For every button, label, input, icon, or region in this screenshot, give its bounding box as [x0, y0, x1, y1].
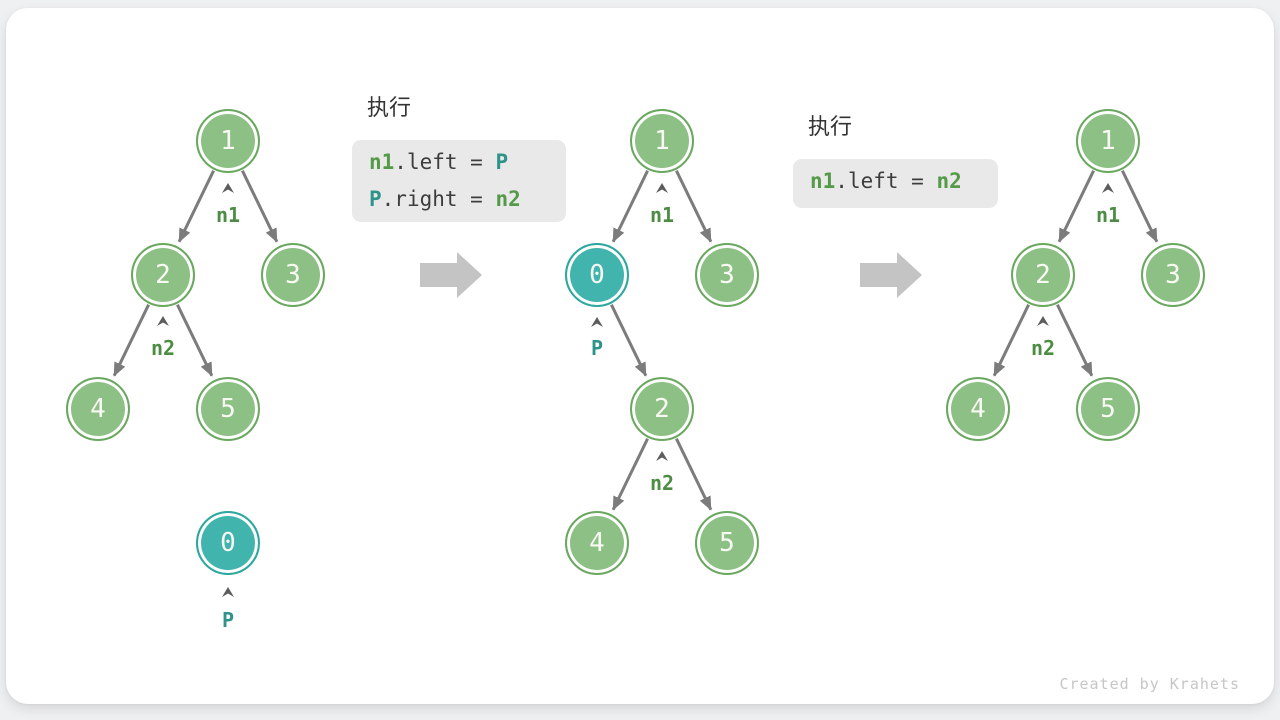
flow-arrow-icon	[420, 252, 482, 298]
pointer-label-n2: n2	[649, 471, 675, 495]
code-token: n1	[369, 150, 395, 174]
code-token: n1	[810, 169, 836, 193]
tree-edge-arrow	[1057, 170, 1095, 243]
code-token: P	[495, 150, 509, 174]
code-token: n2	[495, 187, 521, 211]
tree-node-5: 5	[1076, 377, 1140, 441]
tree-edge-arrow	[992, 304, 1030, 377]
pointer-caret-icon	[656, 183, 668, 193]
code-token: .left =	[394, 150, 496, 174]
pointer-label-P: P	[590, 336, 604, 360]
code-line: n1.left = n2	[810, 163, 998, 200]
code-token: n2	[936, 169, 962, 193]
code-token: P	[369, 187, 382, 211]
pointer-caret-icon	[591, 317, 603, 327]
code-block-title-1: 执行	[367, 96, 412, 121]
pointer-label-n2: n2	[150, 336, 176, 360]
code-line: n1.left = P	[369, 144, 566, 181]
tree-node-2: 2	[131, 243, 195, 307]
tree-node-2: 2	[1011, 243, 1075, 307]
tree-node-1: 1	[1076, 109, 1140, 173]
watermark: Created by Krahets	[1059, 675, 1240, 693]
pointer-label-n1: n1	[649, 203, 675, 227]
pointer-caret-icon	[157, 316, 169, 326]
pointer-label-n1: n1	[1095, 203, 1121, 227]
tree-node-0: 0	[565, 243, 629, 307]
tree-edge-arrow	[675, 438, 713, 511]
code-token: .left =	[835, 169, 937, 193]
tree-node-1: 1	[196, 109, 260, 173]
code-token: .right =	[381, 187, 496, 211]
tree-node-3: 3	[695, 243, 759, 307]
pointer-caret-icon	[222, 183, 234, 193]
tree-node-5: 5	[695, 511, 759, 575]
tree-node-1: 1	[630, 109, 694, 173]
tree-edge-arrow	[241, 170, 279, 243]
tree-node-3: 3	[1141, 243, 1205, 307]
code-block-title-2: 执行	[808, 115, 853, 140]
tree-edge-arrow	[611, 170, 649, 243]
tree-node-4: 4	[66, 377, 130, 441]
pointer-caret-icon	[222, 587, 234, 597]
pointer-caret-icon	[1102, 183, 1114, 193]
flow-arrow-icon	[860, 252, 922, 298]
tree-edge-arrow	[1056, 304, 1094, 377]
code-block-2: n1.left = n2	[793, 159, 998, 208]
tree-edge-arrow	[1121, 170, 1159, 243]
tree-edge-arrow	[177, 170, 215, 243]
tree-edge-arrow	[611, 438, 649, 511]
tree-edge-arrow	[675, 170, 713, 243]
tree-edge-arrow	[112, 304, 150, 377]
pointer-caret-icon	[656, 451, 668, 461]
tree-node-4: 4	[946, 377, 1010, 441]
pointer-caret-icon	[1037, 316, 1049, 326]
tree-edge-arrow	[176, 304, 214, 377]
code-line: P.right = n2	[369, 181, 566, 218]
tree-node-0: 0	[196, 511, 260, 575]
tree-edge-arrow	[610, 304, 648, 377]
tree-node-4: 4	[565, 511, 629, 575]
tree-node-3: 3	[261, 243, 325, 307]
pointer-label-P: P	[221, 608, 235, 632]
tree-node-2: 2	[630, 377, 694, 441]
pointer-label-n2: n2	[1030, 336, 1056, 360]
tree-node-5: 5	[196, 377, 260, 441]
pointer-label-n1: n1	[215, 203, 241, 227]
